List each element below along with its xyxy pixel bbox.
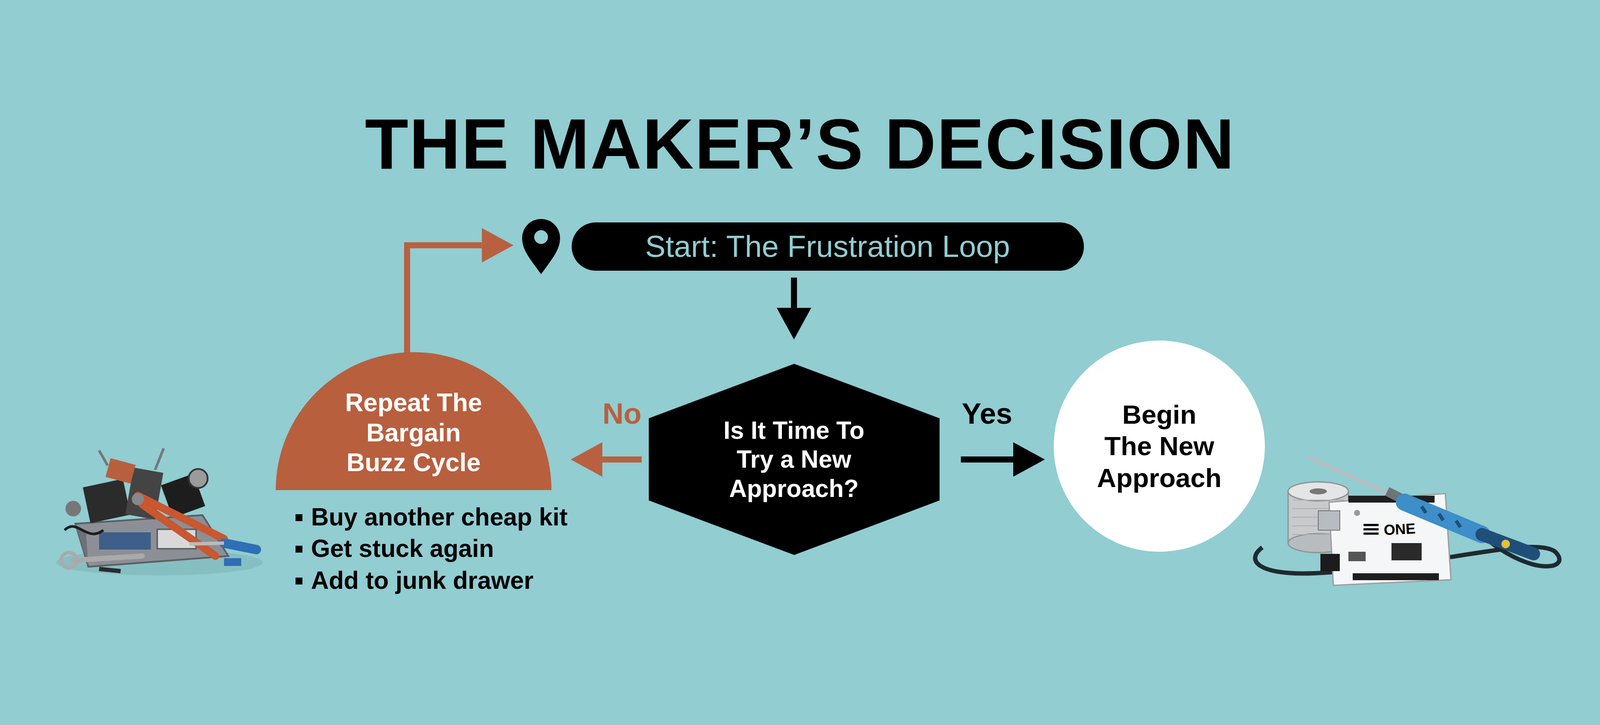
node-text: Is It Time To Try a New Approach? bbox=[722, 415, 866, 503]
node-text: Repeat The Bargain Buzz Cycle bbox=[343, 387, 483, 478]
bullet-item: Add to junk drawer bbox=[311, 565, 534, 595]
node-text: Begin The New Approach bbox=[1095, 398, 1223, 493]
decision-hexagon: Is It Time To Try a New Approach? bbox=[648, 363, 940, 555]
node-text: Start: The Frustration Loop bbox=[644, 228, 1010, 265]
flow-arrow bbox=[602, 456, 642, 463]
decision-hexagon-fill bbox=[648, 363, 940, 555]
edge-label: Yes bbox=[961, 396, 1013, 430]
bullet-square bbox=[295, 545, 303, 553]
bullet-square bbox=[295, 577, 303, 585]
board-logo: ONE bbox=[1383, 519, 1417, 539]
solder-board-iron bbox=[1254, 457, 1560, 586]
edge-label: No bbox=[602, 396, 642, 430]
outcome-circle: Begin The New Approach bbox=[1053, 340, 1265, 552]
text-column: Begin The New Approach bbox=[1095, 398, 1223, 493]
diagram-title: THE MAKER’S DECISION bbox=[0, 108, 1600, 180]
text-column: Is It Time To Try a New Approach? bbox=[722, 415, 866, 503]
loop-halfcircle-fill bbox=[275, 351, 552, 490]
flow-arrow bbox=[790, 277, 797, 308]
bullet-item: Buy another cheap kit bbox=[311, 502, 568, 531]
start-pill: Start: The Frustration Loop bbox=[571, 222, 1084, 271]
text-column: Repeat The Bargain Buzz Cycle bbox=[343, 387, 483, 478]
start-pill-fill bbox=[571, 222, 1084, 271]
location-pin bbox=[522, 218, 561, 274]
loop-halfcircle: Repeat The Bargain Buzz Cycle bbox=[275, 351, 552, 490]
text-column: Start: The Frustration Loop bbox=[644, 228, 1010, 265]
bullet-square bbox=[295, 513, 303, 521]
flow-arrow bbox=[407, 245, 483, 353]
bullet-item: Get stuck again bbox=[311, 533, 494, 563]
junk-pile bbox=[56, 448, 263, 576]
flow-arrow bbox=[961, 456, 1014, 463]
outcome-circle-fill bbox=[1053, 340, 1265, 552]
